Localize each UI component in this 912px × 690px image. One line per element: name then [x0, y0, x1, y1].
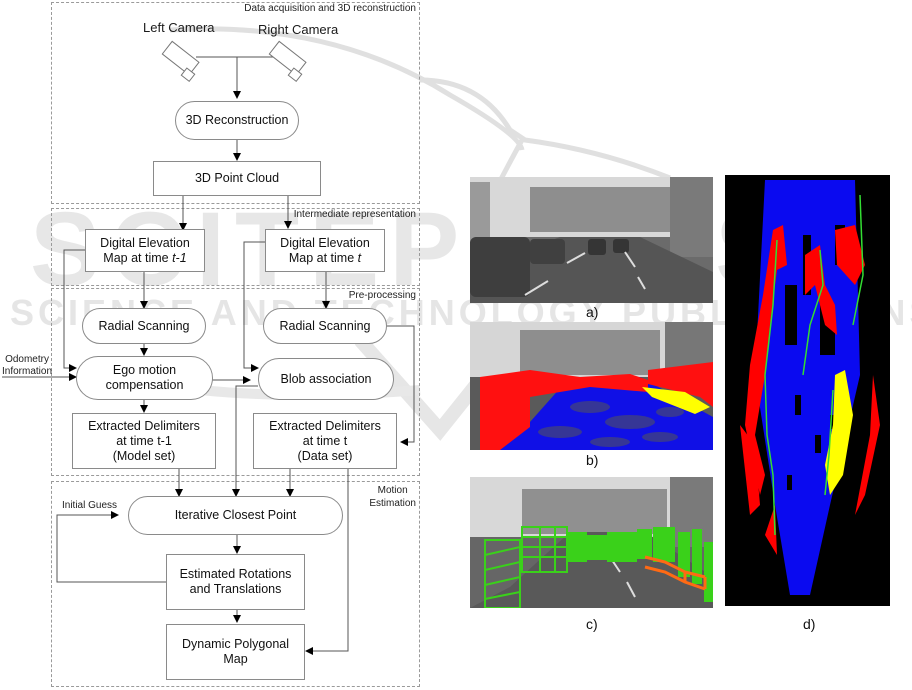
group-title-motion-text: Motion Estimation: [369, 485, 416, 509]
ego-line2: compensation: [105, 378, 184, 392]
node-extracted-delimiters-t-minus-1: Extracted Delimiters at time t-1 (Model …: [72, 413, 216, 469]
dem-curr-line1: Digital Elevation: [280, 235, 370, 250]
right-camera-label: Right Camera: [258, 22, 339, 37]
dpm-line2: Map: [223, 652, 248, 666]
radial-right-label: Radial Scanning: [279, 318, 371, 333]
node-dynamic-polygonal-map: Dynamic Polygonal Map: [166, 624, 305, 680]
dem-curr-line2: Map at time: [288, 250, 358, 265]
group-title-intermediate: Intermediate representation: [293, 209, 416, 220]
delim-prev-line1: Extracted Delimiters: [88, 418, 200, 433]
blob-label: Blob association: [280, 371, 372, 386]
left-camera-label: Left Camera: [143, 20, 215, 35]
panel-d-elevation-map: [725, 175, 890, 606]
node-blob-association: Blob association: [258, 358, 394, 400]
delimiter-scene-c: [470, 477, 713, 608]
delim-prev-line2: at time t-1: [116, 433, 172, 448]
est-line1: Estimated Rotations: [179, 567, 292, 581]
panel-b-caption: b): [586, 452, 599, 468]
node-3d-point-cloud-label: 3D Point Cloud: [194, 171, 280, 185]
node-ego-motion-compensation: Ego motion compensation: [76, 356, 213, 400]
panel-b-classified-points: [470, 322, 713, 450]
node-3d-reconstruction: 3D Reconstruction: [175, 101, 299, 140]
street-scene-a: [470, 177, 713, 303]
group-title-acquisition: Data acquisition and 3D reconstruction: [244, 3, 416, 14]
left-camera-icon: [161, 40, 200, 83]
group-data-acquisition: [51, 2, 420, 204]
node-radial-scanning-left: Radial Scanning: [82, 308, 206, 344]
node-3d-point-cloud: 3D Point Cloud: [153, 161, 321, 196]
ego-line1: Ego motion: [112, 363, 177, 377]
panel-c-polygonal-delimiters: [470, 477, 713, 608]
group-title-preprocessing: Pre-processing: [348, 290, 416, 301]
panel-d-caption: d): [803, 616, 816, 632]
odometry-label: Odometry Information: [2, 354, 52, 378]
node-3d-reconstruction-label: 3D Reconstruction: [185, 113, 289, 127]
node-iterative-closest-point: Iterative Closest Point: [128, 496, 343, 535]
group-title-motion: Motion Estimation: [369, 484, 416, 510]
node-extracted-delimiters-t: Extracted Delimiters at time t (Data set…: [253, 413, 397, 469]
classified-scene-b: [470, 322, 713, 450]
node-estimated-rotations-translations: Estimated Rotations and Translations: [166, 554, 305, 610]
node-radial-scanning-right: Radial Scanning: [263, 308, 387, 344]
delim-curr-line3: (Data set): [297, 448, 353, 463]
node-dem-t: Digital Elevation Map at time t: [265, 229, 385, 272]
panel-c-caption: c): [586, 616, 598, 632]
dem-prev-line1: Digital Elevation: [100, 235, 190, 250]
top-view-map-d: [725, 175, 890, 606]
panel-a-camera-image: [470, 177, 713, 303]
panel-a-caption: a): [586, 304, 599, 320]
dem-prev-line2: Map at time: [103, 250, 173, 265]
group-intermediate: [51, 208, 420, 286]
odometry-line2: Information: [2, 366, 53, 377]
radial-left-label: Radial Scanning: [98, 318, 190, 333]
icp-label: Iterative Closest Point: [174, 508, 297, 522]
delim-curr-line1: Extracted Delimiters: [269, 418, 381, 433]
dem-prev-var: t-1: [172, 250, 187, 265]
delim-prev-line3: (Model set): [112, 448, 176, 463]
right-camera-icon: [268, 40, 307, 83]
dpm-line1: Dynamic Polygonal: [182, 637, 289, 651]
delim-curr-line2: at time t: [302, 433, 348, 448]
est-line2: and Translations: [189, 582, 282, 596]
node-dem-t-minus-1: Digital Elevation Map at time t-1: [85, 229, 205, 272]
initial-guess-label: Initial Guess: [62, 500, 118, 511]
dem-curr-var: t: [357, 250, 362, 265]
odometry-line1: Odometry: [5, 354, 49, 365]
